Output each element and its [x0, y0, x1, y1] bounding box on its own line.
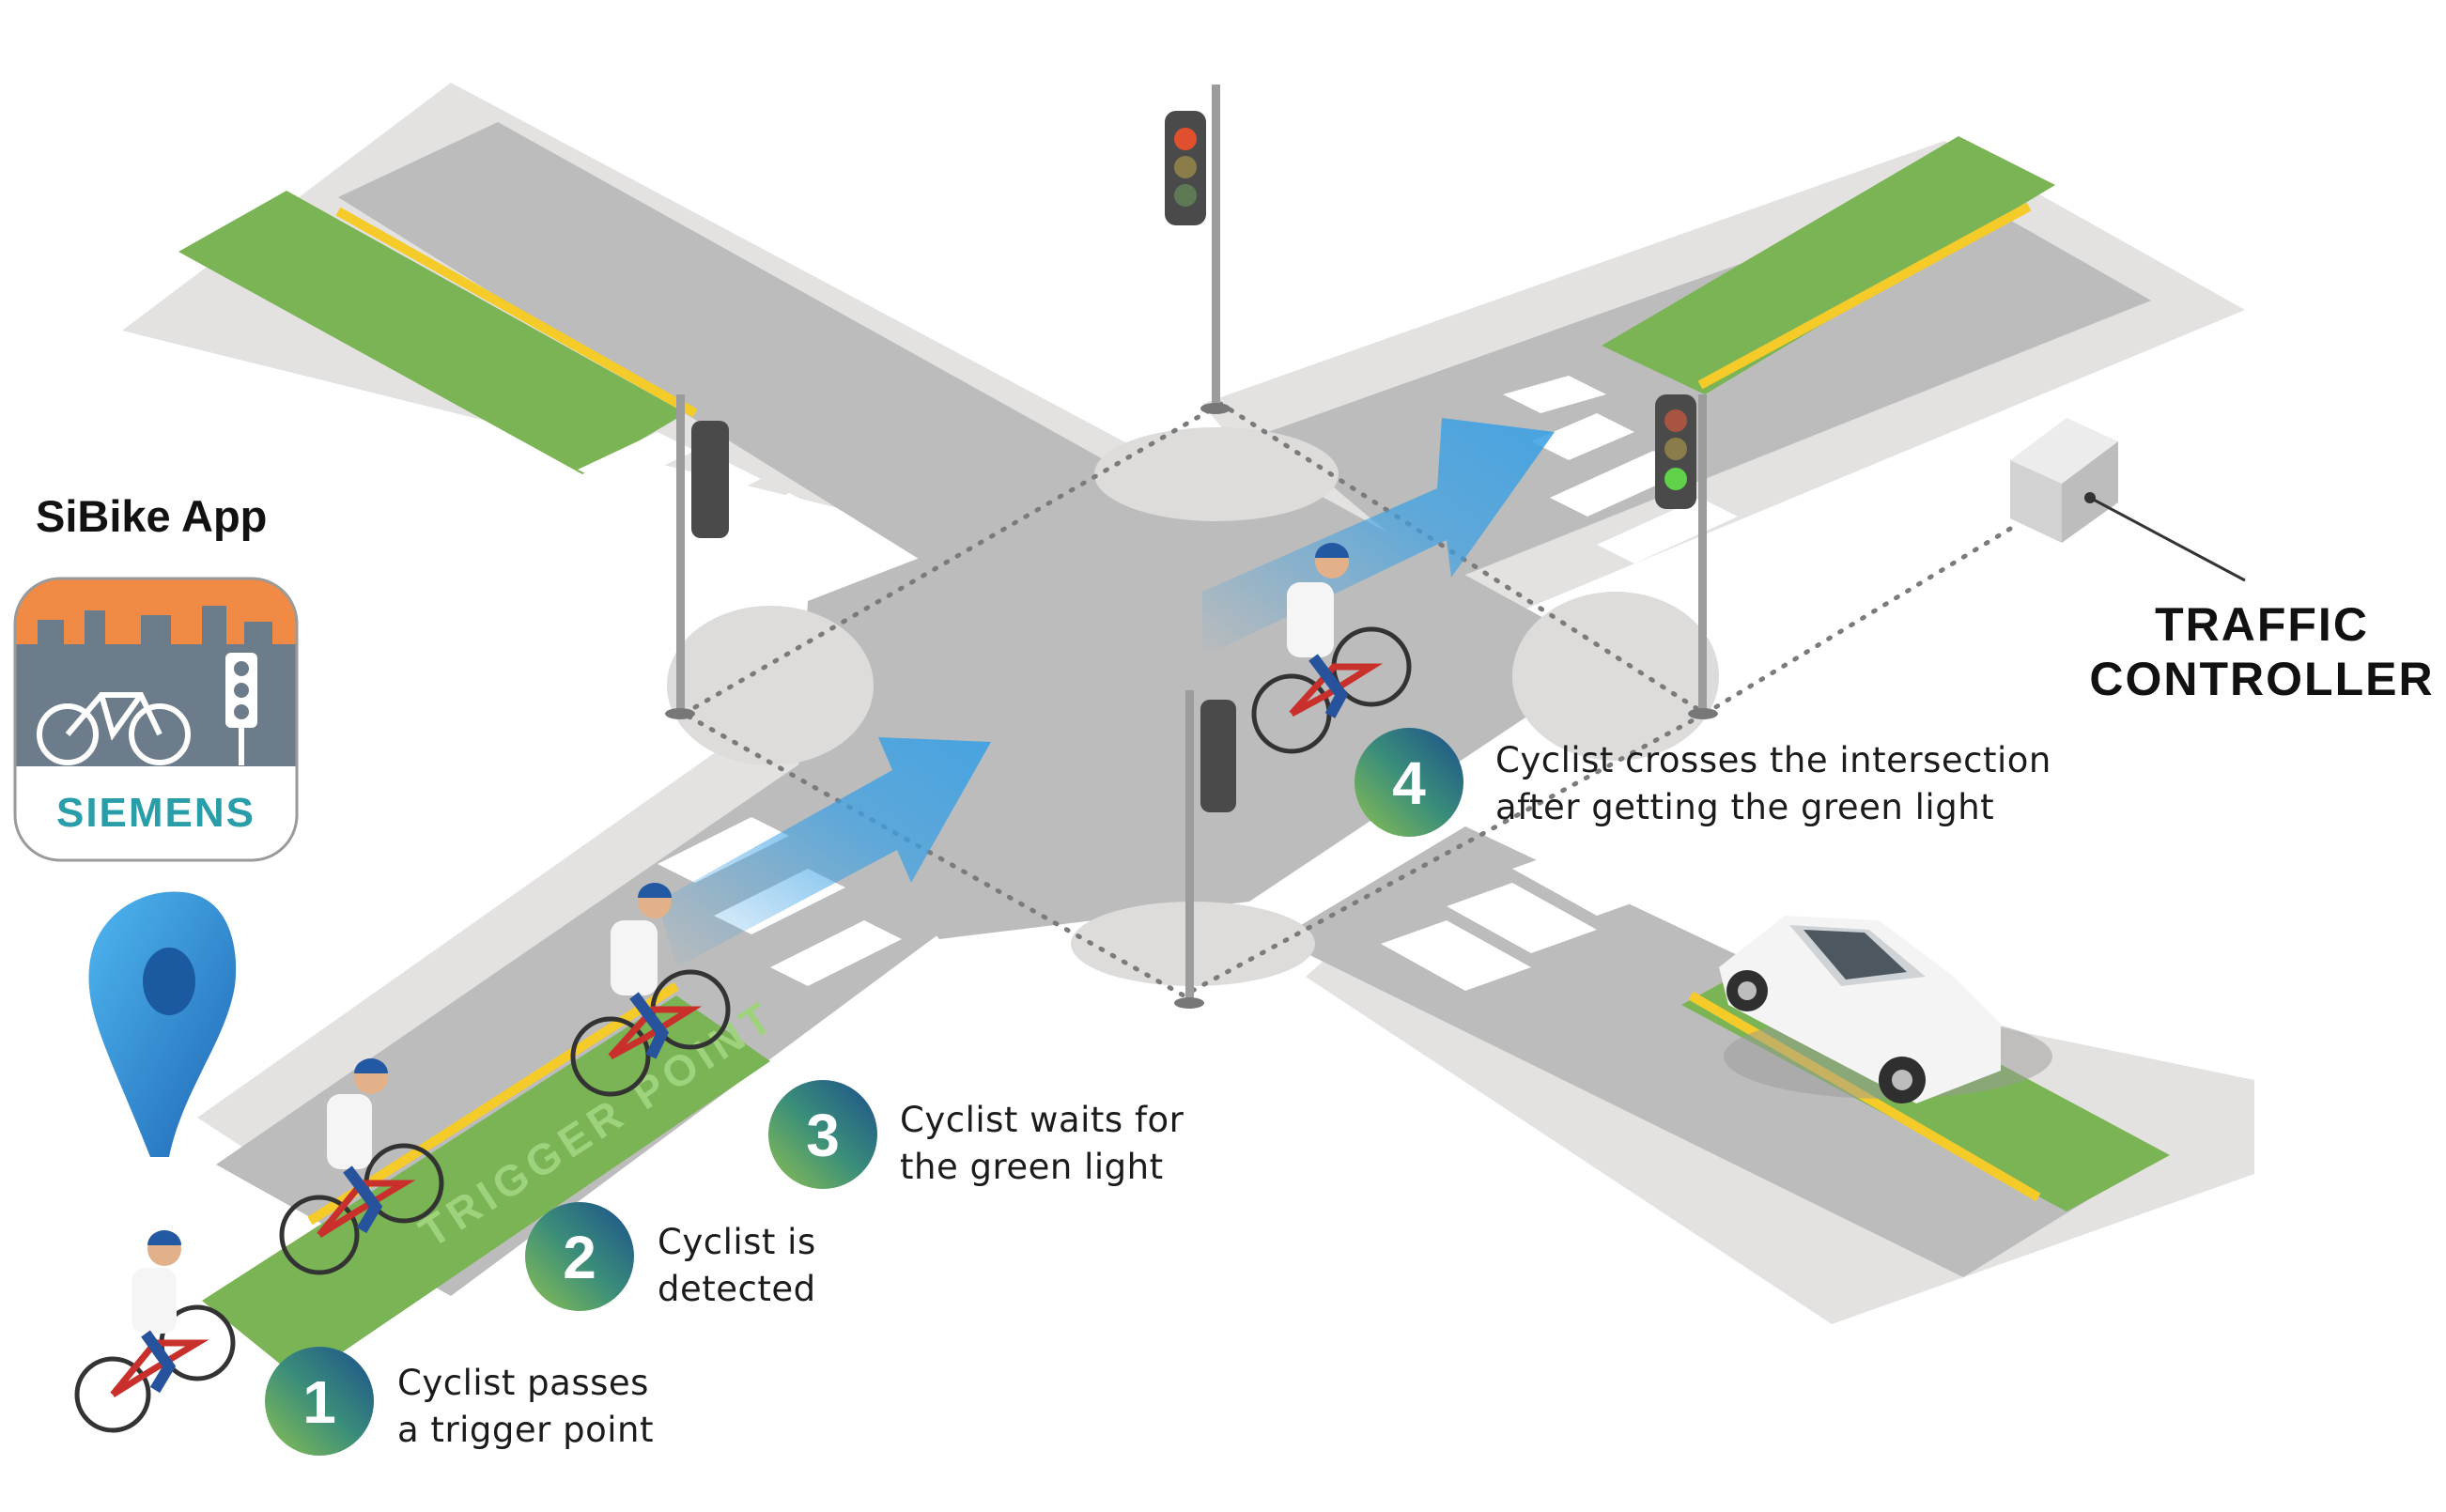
road-network: [122, 83, 2254, 1324]
car: [1719, 916, 2052, 1103]
step-badge-4: 4: [1355, 728, 1463, 837]
cyclist-2: [279, 1058, 444, 1275]
cyclist-3: [570, 883, 731, 1097]
amber-light: [1664, 438, 1687, 460]
brand-text: SIEMENS: [56, 790, 255, 836]
step-text: Cyclist waits for: [900, 1100, 1184, 1140]
controller-line: TRAFFIC: [2155, 598, 2369, 651]
step-text: Cyclist is: [658, 1222, 816, 1262]
traffic-signal-icon: [225, 653, 257, 765]
road-se: [1277, 826, 2160, 1277]
bike-lane-ne: [1602, 136, 2055, 394]
junction: [798, 441, 1616, 939]
step-label-4: Cyclist crosses the intersection after g…: [1495, 737, 2051, 831]
step-text: detected: [658, 1269, 816, 1309]
step-badge-2: 2: [525, 1202, 634, 1311]
controller-cabinet: [2010, 418, 2246, 582]
lane-line-ne: [1697, 202, 2032, 390]
step-label-1: Cyclist passes a trigger point: [397, 1360, 654, 1454]
curb-east: [1512, 592, 1719, 761]
lane-line-nw: [335, 207, 698, 418]
step-text: the green light: [900, 1147, 1164, 1187]
step-badge-1: 1: [265, 1347, 374, 1456]
controller-line: CONTROLLER: [2089, 653, 2435, 705]
traffic-light-north: [1165, 85, 1231, 414]
step-text: Cyclist passes: [397, 1363, 649, 1403]
red-light: [1664, 409, 1687, 432]
bike-lane-nw: [178, 191, 686, 474]
step-text: after getting the green light: [1495, 787, 1995, 827]
traffic-light-east: [1655, 394, 1718, 719]
controller-link: [1702, 523, 2018, 717]
app-title: SiBike App: [36, 491, 268, 541]
step-number: 1: [302, 1368, 336, 1436]
traffic-light-south: [1174, 690, 1236, 1009]
step-number: 4: [1392, 749, 1426, 817]
crosswalk-south: [1381, 808, 1728, 991]
green-light: [1174, 184, 1197, 207]
amber-light: [1174, 156, 1197, 178]
sibike-app-icon: SIEMENS: [13, 577, 299, 862]
location-pin-icon: [88, 891, 237, 1157]
step-text: a trigger point: [397, 1410, 655, 1450]
step-badge-3: 3: [768, 1080, 877, 1189]
green-light: [1664, 468, 1687, 490]
traffic-controller-label: TRAFFIC CONTROLLER: [2083, 597, 2440, 706]
step-text: Cyclist crosses the intersection: [1495, 740, 2051, 780]
step-badges: 1 2 3 4: [265, 728, 1463, 1456]
curb-west: [667, 606, 874, 765]
step-label-2: Cyclist is detected: [658, 1219, 816, 1313]
bicycle-icon: [37, 692, 191, 765]
traffic-light-west: [665, 394, 729, 719]
step-number: 3: [806, 1102, 840, 1169]
step-label-3: Cyclist waits for the green light: [900, 1097, 1184, 1191]
curb-north: [1094, 427, 1339, 521]
cyclist-4: [1251, 543, 1412, 754]
arrow-approach: [658, 737, 991, 967]
cyclist-1: [74, 1230, 236, 1433]
step-number: 2: [563, 1224, 596, 1291]
road-nw: [338, 122, 1155, 601]
red-light: [1174, 128, 1197, 150]
